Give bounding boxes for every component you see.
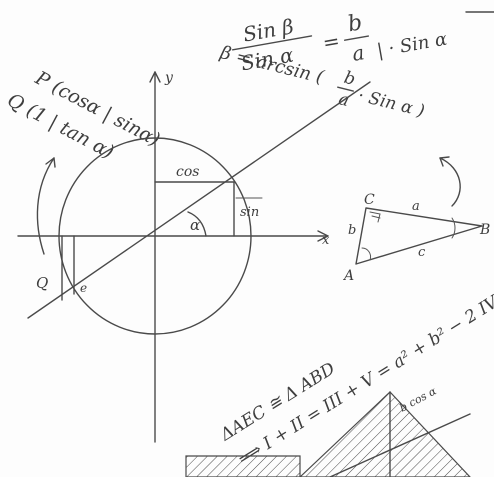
y-axis-arrow (149, 71, 161, 83)
curved-arrow-left-head (45, 157, 56, 168)
triangle-c-vertex: C (364, 192, 375, 208)
multiply-note: | · Sin α (375, 29, 448, 62)
triangle-vertex-b: B (479, 222, 490, 238)
angle-alpha-mark (361, 247, 371, 261)
q-marker: Q (36, 274, 48, 292)
curved-arrow-right-head (439, 156, 450, 167)
triangle-abc: C a b c A B (342, 192, 490, 284)
x-axis-label: x (322, 233, 330, 248)
sine-ratio-formula: Sin β Sin α = b a | · Sin α (231, 10, 449, 75)
triangle-side-c: c (418, 245, 426, 260)
unit-circle-diagram: y x cos sin α Q e (17, 70, 371, 443)
radius-ray (27, 81, 371, 319)
alpha-label: α (190, 216, 200, 234)
angle-gamma-mark (369, 211, 381, 223)
point-labels: P (cosα | sinα) Q (1 | tan α) (4, 67, 164, 164)
sin-label: sin (240, 205, 259, 220)
hatched-rectangle (185, 455, 301, 477)
triangle-outline (355, 207, 483, 265)
diagonal-line (329, 413, 471, 477)
beta-fraction-bar (337, 86, 354, 92)
fraction-bar (231, 35, 313, 51)
beta-formula-b: b (342, 68, 357, 90)
unit-circle (58, 137, 252, 335)
point-e-label: e (80, 281, 87, 295)
x-axis-arrow (317, 230, 329, 242)
y-axis-label: y (164, 70, 174, 86)
fraction-b-numerator: b (346, 10, 364, 37)
equals-sign: = (321, 28, 342, 55)
angle-beta-mark (451, 217, 456, 239)
triangle-side-a: a (412, 199, 420, 214)
triangle-side-b: b (348, 223, 356, 238)
curved-arrow-right (439, 157, 461, 207)
hatched-triangle (299, 391, 471, 477)
corner-label: b cos α (397, 384, 439, 414)
fraction-b-bar (344, 35, 370, 41)
triangle-vertex-a: A (342, 268, 354, 284)
cos-label: cos (176, 164, 199, 180)
beta-formula-suffix: · Sin α ) (356, 86, 427, 122)
curved-arrow-left (36, 157, 55, 255)
sine-ratio-numerator: Sin β (241, 14, 295, 46)
fraction-b-denominator: a (350, 40, 366, 66)
angle-arc (187, 211, 207, 237)
